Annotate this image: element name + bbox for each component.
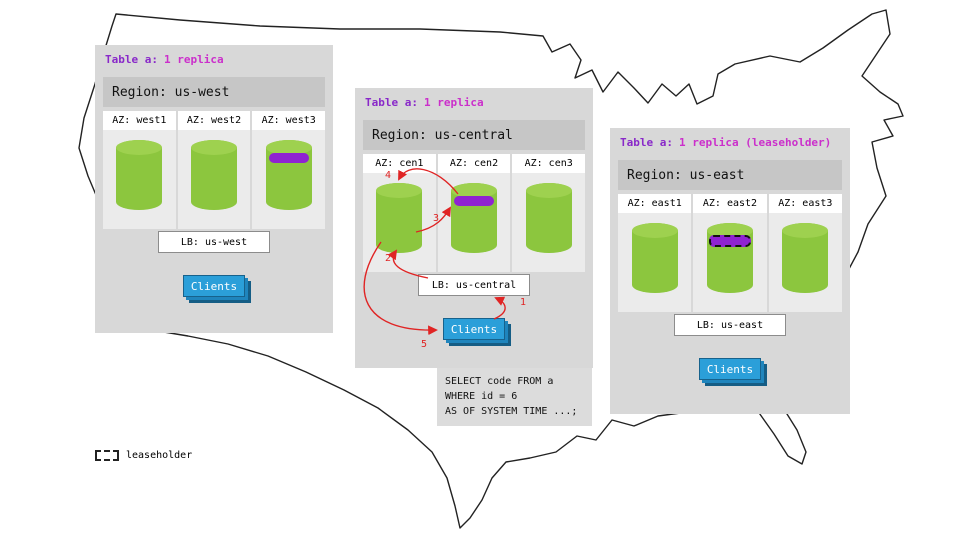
az-column-cen3: AZ: cen3: [512, 154, 586, 272]
clients-button: Clients: [699, 358, 761, 380]
cylinder-top: [631, 223, 678, 238]
region-panel-us-central: Table a: 1 replica Region: us-central AZ:…: [355, 88, 593, 368]
db-cylinder: [116, 140, 163, 210]
cylinder-top: [451, 183, 497, 198]
load-balancer-box: LB: us-central: [418, 274, 530, 296]
cylinder-top: [265, 140, 312, 155]
leaseholder-swatch: [95, 450, 119, 461]
panel-title: Table a: 1 replica (leaseholder): [620, 136, 831, 149]
db-cylinder: [191, 140, 237, 210]
cylinder-top: [376, 183, 423, 198]
table-label: Table a:: [105, 53, 158, 66]
az-label: AZ: west1: [103, 111, 176, 130]
az-label: AZ: cen1: [363, 154, 436, 173]
db-cylinder: [525, 183, 572, 253]
az-label: AZ: east2: [693, 194, 767, 213]
az-label: AZ: west2: [177, 111, 251, 130]
db-cylinder: [782, 223, 829, 293]
cylinder-top: [782, 223, 829, 238]
region-label: Region: us-east: [618, 160, 842, 190]
az-column-west2: AZ: west2: [177, 111, 251, 229]
load-balancer-box: LB: us-east: [674, 314, 786, 336]
az-column-cen2: AZ: cen2: [437, 154, 511, 272]
cylinder-top: [525, 183, 572, 198]
az-row: AZ: east1 AZ: east2 AZ: east3: [618, 194, 842, 312]
replica-count-label: 1 replica: [163, 53, 224, 66]
region-label: Region: us-central: [363, 120, 585, 150]
sql-line: WHERE id = 6: [445, 391, 518, 402]
replica-band: [268, 153, 309, 163]
az-label: AZ: west3: [252, 111, 326, 130]
cylinder-top: [706, 223, 753, 238]
az-label: AZ: cen3: [512, 154, 586, 173]
az-column-west1: AZ: west1: [103, 111, 176, 229]
region-label: Region: us-west: [103, 77, 325, 107]
az-column-east2: AZ: east2: [693, 194, 767, 312]
az-row: AZ: west1 AZ: west2 AZ: west3: [103, 111, 326, 229]
cylinder-top: [191, 140, 237, 155]
panel-title: Table a: 1 replica: [105, 53, 224, 66]
az-row: AZ: cen1 AZ: cen2 AZ: cen3: [363, 154, 586, 272]
sql-query-box: SELECT code FROM a WHERE id = 6 AS OF SY…: [437, 368, 592, 426]
clients-button: Clients: [443, 318, 505, 340]
leaseholder-band: [708, 235, 751, 247]
clients-button: Clients: [183, 275, 245, 297]
region-panel-us-east: Table a: 1 replica (leaseholder) Region: …: [610, 128, 850, 414]
cylinder-top: [116, 140, 163, 155]
region-panel-us-west: Table a: 1 replica Region: us-west AZ: we…: [95, 45, 333, 333]
db-cylinder: [451, 183, 497, 253]
az-column-east1: AZ: east1: [618, 194, 692, 312]
table-label: Table a:: [620, 136, 673, 149]
az-column-east3: AZ: east3: [768, 194, 842, 312]
replica-count-label: 1 replica (leaseholder): [678, 136, 832, 149]
legend-label: leaseholder: [126, 450, 193, 461]
replica-band: [454, 196, 494, 206]
db-cylinder: [631, 223, 678, 293]
load-balancer-box: LB: us-west: [158, 231, 270, 253]
az-column-west3: AZ: west3: [252, 111, 326, 229]
az-column-cen1: AZ: cen1: [363, 154, 436, 272]
table-label: Table a:: [365, 96, 418, 109]
legend: leaseholder: [95, 450, 192, 461]
az-label: AZ: east1: [618, 194, 692, 213]
replica-count-label: 1 replica: [423, 96, 484, 109]
sql-line: SELECT code FROM a: [445, 376, 554, 387]
db-cylinder: [376, 183, 423, 253]
az-label: AZ: east3: [768, 194, 842, 213]
db-cylinder: [706, 223, 753, 293]
sql-line: AS OF SYSTEM TIME ...;: [445, 406, 578, 417]
db-cylinder: [265, 140, 312, 210]
panel-title: Table a: 1 replica: [365, 96, 484, 109]
az-label: AZ: cen2: [437, 154, 511, 173]
